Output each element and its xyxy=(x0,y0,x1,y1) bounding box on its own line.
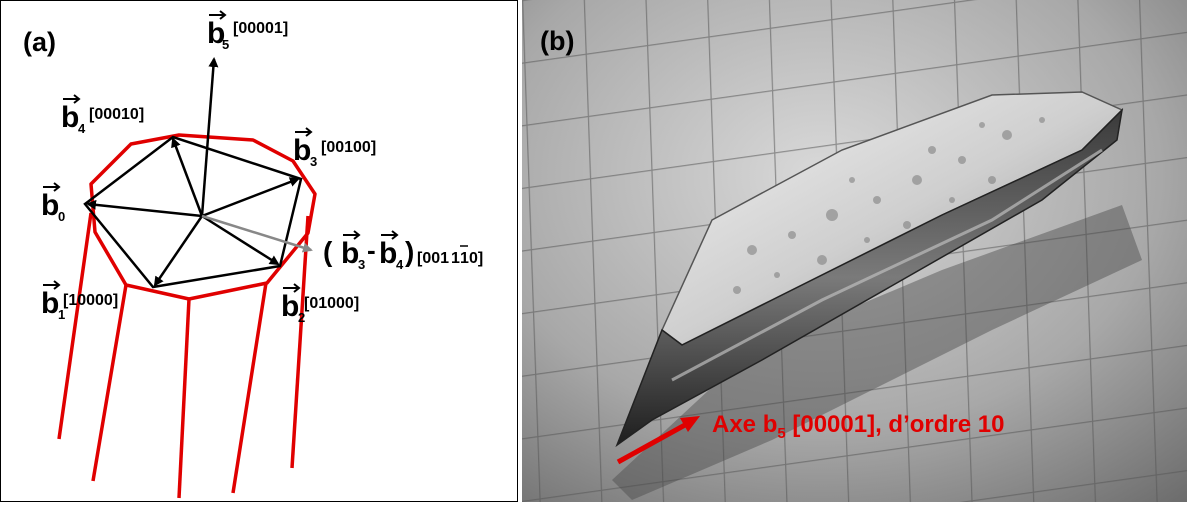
b3-index: [00100] xyxy=(321,139,376,156)
b5-subscript: 5 xyxy=(222,37,229,52)
axis-arrow-line xyxy=(616,417,696,465)
leg-1 xyxy=(57,212,93,440)
vector-b5 xyxy=(200,57,219,217)
diff-open-paren: ( xyxy=(323,236,333,267)
diff-b3-subscript: 3 xyxy=(358,257,365,272)
diff-b4-arrow-accent xyxy=(381,230,399,240)
vector-b3-minus-b4 xyxy=(201,214,313,253)
svg-text:Axe b5 [00001], d’ordre 10: Axe b5 [00001], d’ordre 10 xyxy=(712,411,1004,442)
b0-arrow-accent xyxy=(43,182,61,192)
annotation-text: Axe b xyxy=(712,411,777,438)
label-b2: b 2 [01000] xyxy=(281,283,359,325)
b1-index: [10000] xyxy=(63,292,118,309)
label-b0: b 0 xyxy=(41,182,65,224)
b4-arrow-accent xyxy=(63,94,81,104)
diff-b3-symbol: b xyxy=(341,237,359,270)
vector-b4 xyxy=(171,137,204,217)
b4-symbol: b xyxy=(61,101,79,134)
leg-3 xyxy=(177,298,191,499)
b1-subscript: 1 xyxy=(58,307,65,322)
vector-b2 xyxy=(201,214,280,266)
b4-index: [00010] xyxy=(89,106,144,123)
b0-subscript: 0 xyxy=(58,209,65,224)
diff-b4-subscript: 4 xyxy=(396,257,404,272)
photo-svg: (b) Axe b5 [00001], d’ordre 10 xyxy=(522,0,1187,502)
label-b3: b 3 [00100] xyxy=(293,127,376,169)
axis-arrow-head xyxy=(680,416,700,432)
b1-symbol: b xyxy=(41,287,59,320)
label-b1: b 1 [10000] xyxy=(41,280,118,322)
panel-a-label: (a) xyxy=(23,27,56,57)
panel-a-diagram: (a) b 5 [00001] b 4 [00010] b 3 [00100] … xyxy=(0,0,518,502)
diff-index-end: 0] xyxy=(469,250,483,267)
label-b3-minus-b4: ( b 3 - b 4 ) [001 1 1 0] xyxy=(323,230,483,272)
b2-subscript: 2 xyxy=(298,310,305,325)
vector-b1 xyxy=(153,215,204,287)
b4-subscript: 4 xyxy=(78,121,86,136)
axis-annotation: Axe b5 [00001], d’ordre 10 xyxy=(712,411,1004,442)
panel-b-photo: (b) Axe b5 [00001], d’ordre 10 xyxy=(522,0,1187,502)
b1-arrow-accent xyxy=(43,280,61,290)
diff-b3-arrow-accent xyxy=(343,230,361,240)
annotation-subscript: 5 xyxy=(777,425,785,442)
leg-4 xyxy=(231,282,268,494)
crystal-reflection xyxy=(671,148,1103,382)
inner-polygon xyxy=(83,135,303,289)
b2-index: [01000] xyxy=(304,295,359,312)
annotation-rest: [00001], d’ordre 10 xyxy=(786,411,1005,438)
diff-minus: - xyxy=(367,235,376,265)
diff-index-bar-digit: 1 xyxy=(451,250,460,267)
b5-index: [00001] xyxy=(233,20,288,37)
b3-subscript: 3 xyxy=(310,154,317,169)
b2-arrow-accent xyxy=(283,283,301,293)
b3-arrow-accent xyxy=(295,127,313,137)
leg-5 xyxy=(290,215,310,469)
vector-b0 xyxy=(86,199,203,218)
diff-close-paren: ) xyxy=(405,236,414,267)
crystal-top-texture xyxy=(733,117,1045,294)
vector-b3 xyxy=(201,177,300,218)
diff-index-start: [001 xyxy=(417,250,449,267)
b2-symbol: b xyxy=(281,290,299,323)
diff-b4-symbol: b xyxy=(379,237,397,270)
b3-symbol: b xyxy=(293,134,311,167)
label-b4: b 4 [00010] xyxy=(61,94,144,136)
b5-symbol: b xyxy=(207,17,225,50)
diagram-svg: (a) b 5 [00001] b 4 [00010] b 3 [00100] … xyxy=(23,10,483,499)
crystal-shadow xyxy=(612,205,1142,500)
leg-2 xyxy=(91,284,128,482)
b0-symbol: b xyxy=(41,189,59,222)
diff-index-bar-digit-2: 1 xyxy=(460,250,469,267)
red-legs xyxy=(57,212,310,499)
label-b5: b 5 [00001] xyxy=(207,10,288,52)
panel-b-label: (b) xyxy=(540,26,574,56)
b5-arrow-accent xyxy=(209,10,227,20)
decagon-outline xyxy=(89,133,317,301)
basis-vectors xyxy=(86,57,300,287)
